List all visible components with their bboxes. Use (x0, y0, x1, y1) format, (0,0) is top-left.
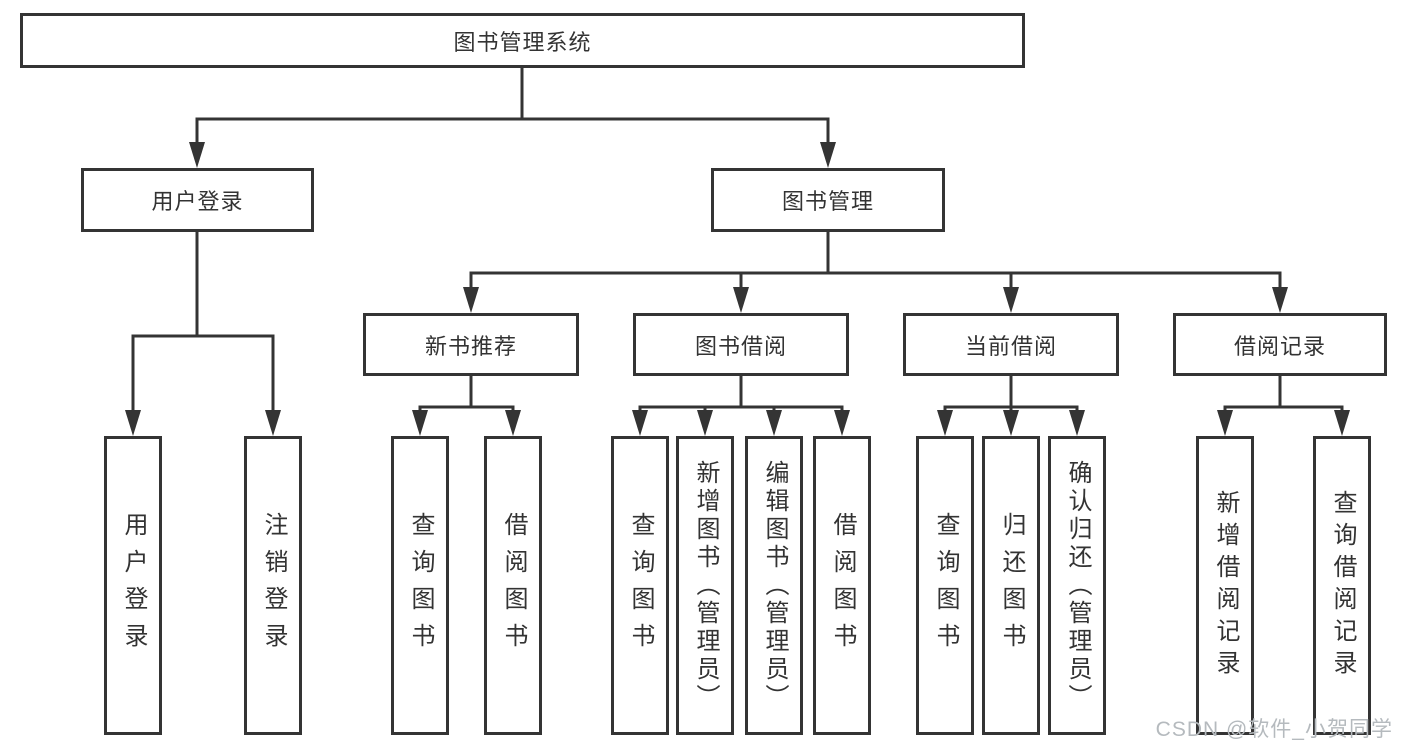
leaf-return-books: 归还图书 (982, 436, 1040, 735)
node-root-library-system: 图书管理系统 (20, 13, 1025, 68)
node-borrow-records: 借阅记录 (1173, 313, 1387, 376)
leaf-edit-books-admin: 编辑图书（管理员） (745, 436, 803, 735)
leaf-logout: 注销登录 (244, 436, 302, 735)
leaf-add-books-admin: 新增图书（管理员） (676, 436, 734, 735)
node-book-borrow: 图书借阅 (633, 313, 849, 376)
leaf-query-books-borrow: 查询图书 (611, 436, 669, 735)
node-user-login: 用户登录 (81, 168, 314, 232)
leaf-query-borrow-record: 查询借阅记录 (1313, 436, 1371, 735)
node-current-borrow: 当前借阅 (903, 313, 1119, 376)
csdn-watermark: CSDN @软件_小贺同学 (1155, 718, 1393, 741)
node-book-management: 图书管理 (711, 168, 945, 232)
leaf-query-books-recommend: 查询图书 (391, 436, 449, 735)
leaf-add-borrow-record: 新增借阅记录 (1196, 436, 1254, 735)
arrowheads (125, 142, 1350, 436)
leaf-query-books-current: 查询图书 (916, 436, 974, 735)
leaf-confirm-return-admin: 确认归还（管理员） (1048, 436, 1106, 735)
leaf-borrow-books-recommend: 借阅图书 (484, 436, 542, 735)
leaf-borrow-books: 借阅图书 (813, 436, 871, 735)
leaf-user-login: 用户登录 (104, 436, 162, 735)
node-new-book-recommend: 新书推荐 (363, 313, 579, 376)
